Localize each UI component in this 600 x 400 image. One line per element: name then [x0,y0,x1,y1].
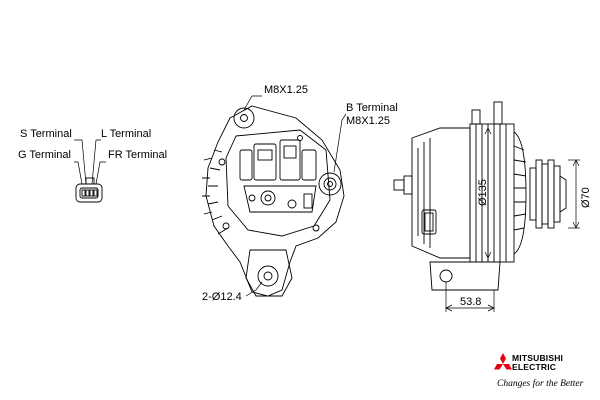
fr-terminal-label: FR Terminal [108,149,168,161]
dimension-lines [445,127,580,312]
brand-name-line2: ELECTRIC [512,362,557,372]
mitsubishi-electric-logo: MITSUBISHI ELECTRIC Changes for the Bett… [494,352,598,392]
top-thread-label: M8X1.25 [264,84,309,96]
body-diameter-dimension: Ø135 [477,179,489,206]
mount-offset-dimension: 53.8 [460,296,482,308]
mount-holes-label: 2-Ø12.4 [202,291,242,303]
three-diamonds-icon [494,353,512,370]
b-thread-label: M8X1.25 [346,115,391,127]
front-view-leader-lines [243,95,347,297]
l-terminal-label: L Terminal [101,128,152,140]
alternator-side-view [393,101,567,291]
terminal-connector [75,177,103,203]
alternator-front-view [202,105,345,297]
brand-name-line1: MITSUBISHI [512,353,564,363]
b-terminal-label: B Terminal [346,102,398,114]
g-terminal-label: G Terminal [18,149,71,161]
brand-tagline: Changes for the Better [497,379,584,389]
pulley-diameter-dimension: Ø70 [580,187,592,208]
terminal-leader-lines [74,139,106,185]
s-terminal-label: S Terminal [20,128,72,140]
